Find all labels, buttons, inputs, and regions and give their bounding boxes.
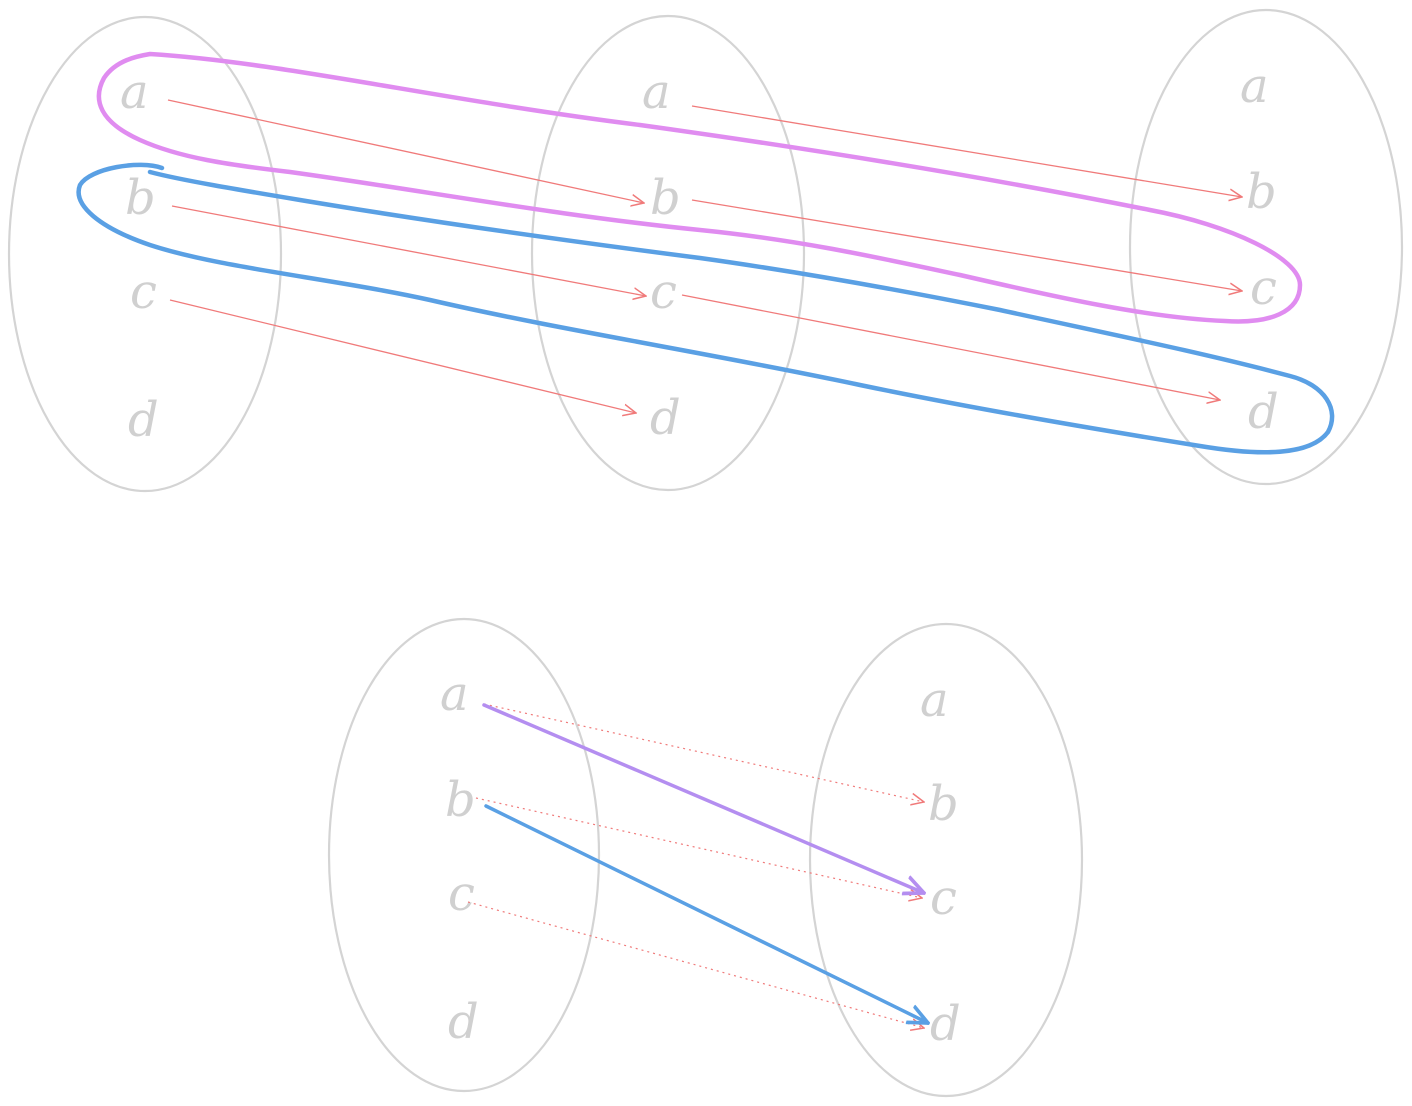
composite-arrow-b-to-d — [484, 804, 928, 1023]
element-b: b — [650, 170, 681, 226]
element-d: d — [930, 996, 961, 1052]
bottom-set-2: a b c d — [808, 622, 1084, 1098]
map-arrow-b-to-c — [691, 199, 1242, 291]
map-arrow-a-to-b — [167, 99, 644, 203]
map-arrow-c-to-d — [681, 294, 1220, 400]
map-arrow-c-to-d — [169, 299, 636, 413]
map-set2-to-set3 — [681, 105, 1242, 400]
set-outline — [808, 622, 1084, 1098]
map-arrow-a-to-b — [691, 105, 1242, 197]
element-c: c — [930, 870, 957, 926]
element-b: b — [928, 776, 959, 832]
element-b: b — [445, 772, 476, 828]
element-d: d — [448, 994, 479, 1050]
element-c: c — [448, 866, 475, 922]
dotted-arrow-a-to-b — [483, 703, 924, 802]
pink-loop — [96, 51, 1303, 324]
element-c: c — [650, 264, 677, 320]
element-c: c — [130, 264, 157, 320]
composite-maps — [482, 703, 928, 1023]
set-outline — [1128, 8, 1404, 486]
dotted-arrow-c-to-d — [467, 901, 924, 1028]
top-set-3: a b c d — [1128, 8, 1404, 486]
element-a: a — [920, 672, 949, 728]
top-set-1: a b c d — [7, 15, 283, 493]
element-b: b — [1246, 164, 1277, 220]
element-a: a — [120, 64, 149, 120]
set-outline — [327, 617, 601, 1093]
top-set-2: a b c d — [530, 14, 806, 492]
element-a: a — [1240, 58, 1269, 114]
element-d: d — [650, 390, 681, 446]
element-b: b — [125, 170, 156, 226]
element-c: c — [1250, 260, 1277, 316]
composite-arrow-a-to-c — [482, 703, 924, 893]
set-outline — [7, 15, 283, 493]
element-d: d — [1248, 384, 1279, 440]
map-set1-to-set2 — [167, 99, 646, 413]
bottom-dotted-maps — [467, 703, 924, 1028]
dotted-arrow-b-to-c — [475, 797, 922, 898]
element-d: d — [128, 392, 159, 448]
blue-loop — [76, 162, 1335, 455]
set-outline — [530, 14, 806, 492]
map-arrow-b-to-c — [171, 205, 646, 296]
bottom-set-1: a b c d — [327, 617, 601, 1093]
element-a: a — [642, 64, 671, 120]
element-a: a — [440, 666, 469, 722]
